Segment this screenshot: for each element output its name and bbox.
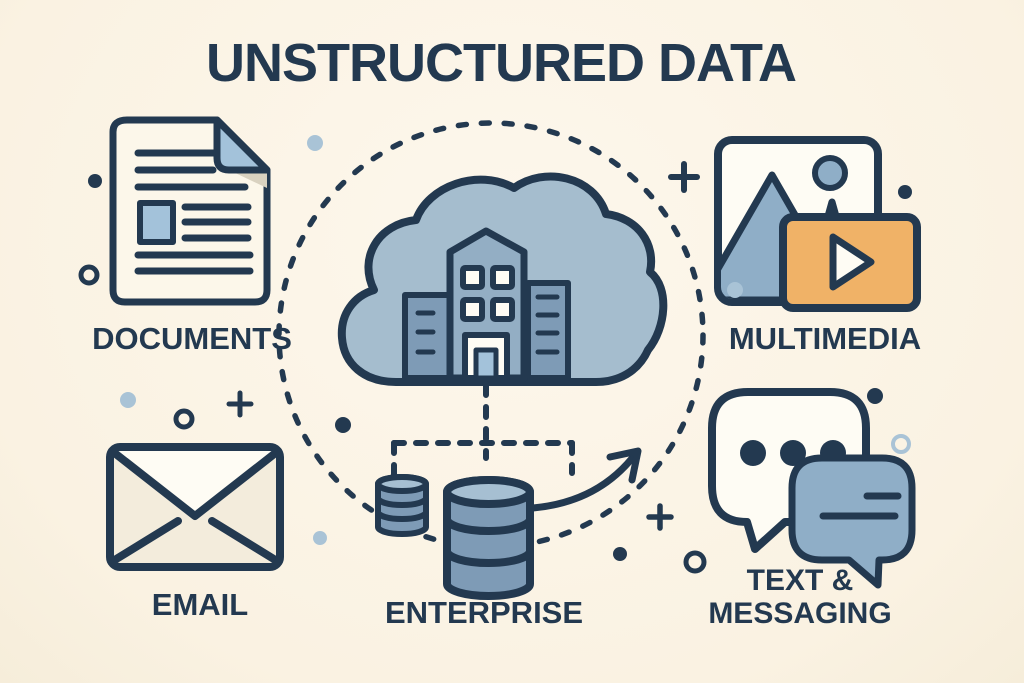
page-fold	[213, 116, 271, 174]
blue-ring	[891, 434, 911, 454]
envelope-flap-edge	[108, 447, 282, 520]
sun-icon	[812, 155, 848, 191]
plus-marks	[226, 161, 700, 531]
play-icon	[829, 233, 875, 291]
chat-bubble-blue	[788, 454, 916, 589]
typing-dots	[740, 440, 846, 466]
envelope-fold-right	[208, 517, 281, 565]
label-text-messaging: TEXT & MESSAGING	[690, 564, 910, 630]
label-enterprise: ENTERPRISE	[384, 595, 584, 630]
label-text-messaging-line2: MESSAGING	[708, 597, 892, 630]
text-lines	[134, 149, 254, 275]
database-icon	[375, 474, 534, 600]
label-email: EMAIL	[151, 587, 249, 622]
message-lines	[819, 492, 902, 520]
large-database-cylinder	[443, 476, 534, 600]
fold-shadow	[229, 170, 267, 188]
label-documents: DOCUMENTS	[92, 321, 292, 356]
cloud-enterprise-icon	[337, 172, 668, 386]
blue-dots	[120, 135, 743, 545]
small-database-cylinder	[375, 474, 429, 537]
envelope-fold-left	[109, 517, 182, 565]
multimedia-icon	[714, 136, 921, 312]
page-title: UNSTRUCTURED DATA	[206, 33, 797, 93]
door-icon	[473, 347, 499, 381]
document-icon	[109, 116, 271, 306]
navy-dots	[88, 174, 912, 561]
tower-windows	[460, 265, 515, 322]
side-building-windows	[415, 294, 560, 355]
label-text-messaging-line1: TEXT &	[746, 564, 854, 597]
curved-arrow-icon	[529, 447, 642, 512]
building-icon	[402, 227, 571, 382]
email-icon	[106, 443, 284, 571]
label-multimedia: MULTIMEDIA	[728, 321, 922, 356]
envelope-flap	[112, 449, 278, 516]
dashed-orbit-circle	[276, 120, 706, 550]
messaging-icon	[708, 388, 916, 589]
image-placeholder	[137, 200, 176, 245]
connector-lines	[391, 382, 642, 512]
navy-rings	[78, 264, 707, 574]
